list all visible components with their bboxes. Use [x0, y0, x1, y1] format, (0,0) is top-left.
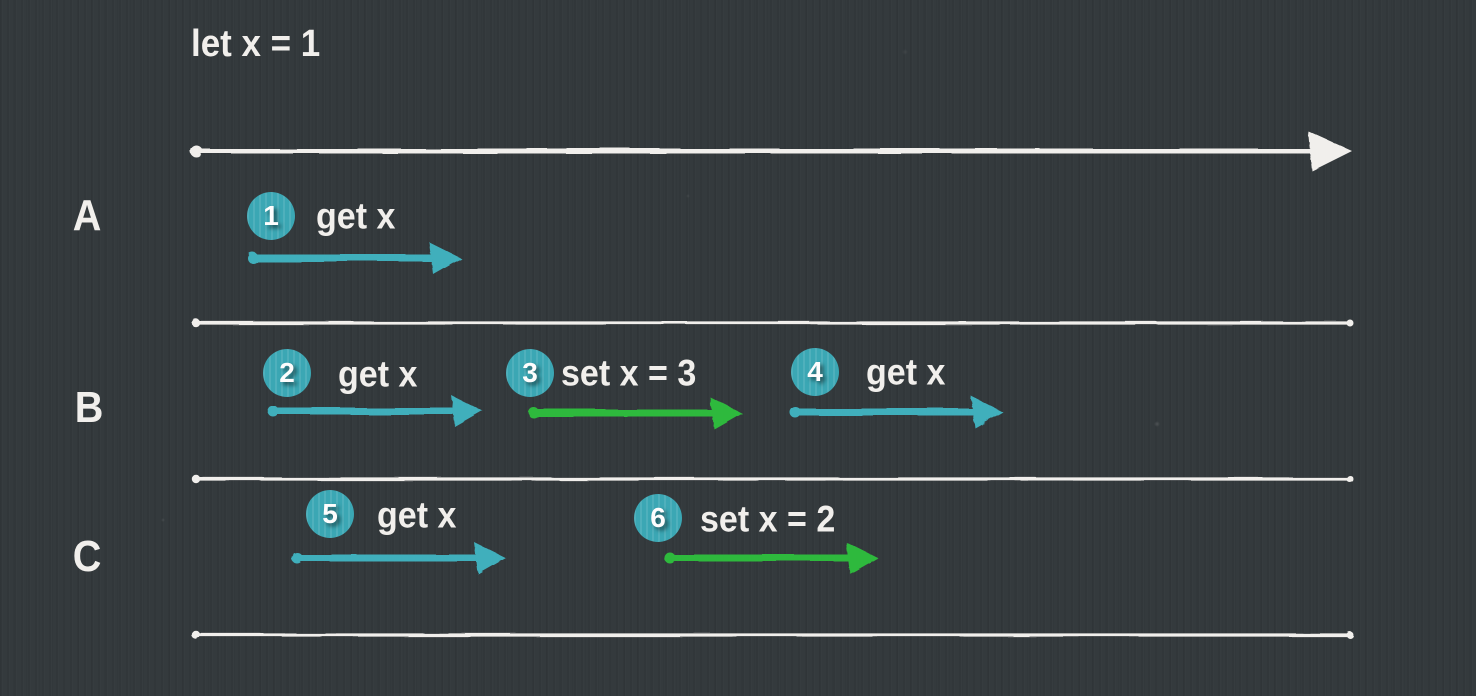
op-label: get x [316, 195, 396, 237]
op-number: 2 [279, 357, 295, 388]
op-label: set x = 2 [700, 498, 836, 540]
op-number: 1 [263, 200, 279, 231]
op-number: 6 [650, 502, 666, 533]
op-number-badge: 3 [506, 349, 554, 397]
op-number: 5 [322, 498, 338, 529]
get-operation-arrow [291, 542, 506, 574]
op-number-badge: 6 [634, 494, 682, 542]
lane-divider [191, 474, 1354, 484]
op-number-badge: 5 [306, 490, 354, 538]
agent-label-a: A [72, 191, 102, 240]
get-operation-arrow [247, 242, 461, 274]
get-operation-arrow [789, 396, 1003, 428]
op-number-badge: 4 [791, 348, 839, 396]
op-number: 3 [522, 357, 538, 388]
get-operation-arrow [267, 395, 483, 427]
lane-divider [191, 630, 1354, 640]
agent-label-c: C [72, 532, 102, 581]
set-operation-arrow [664, 542, 878, 574]
op-label: set x = 3 [561, 352, 697, 394]
op-number-badge: 1 [247, 192, 295, 240]
op-label: get x [338, 353, 418, 395]
op-number-badge: 2 [263, 349, 311, 397]
lane-divider [191, 318, 1354, 328]
set-operation-arrow [528, 397, 742, 429]
op-number: 4 [807, 356, 823, 387]
op-label: get x [866, 351, 946, 393]
op-label: get x [377, 494, 457, 536]
agent-label-b: B [74, 383, 104, 432]
timeline-arrow [190, 131, 1352, 171]
variable-declaration-title: let x = 1 [191, 23, 321, 65]
